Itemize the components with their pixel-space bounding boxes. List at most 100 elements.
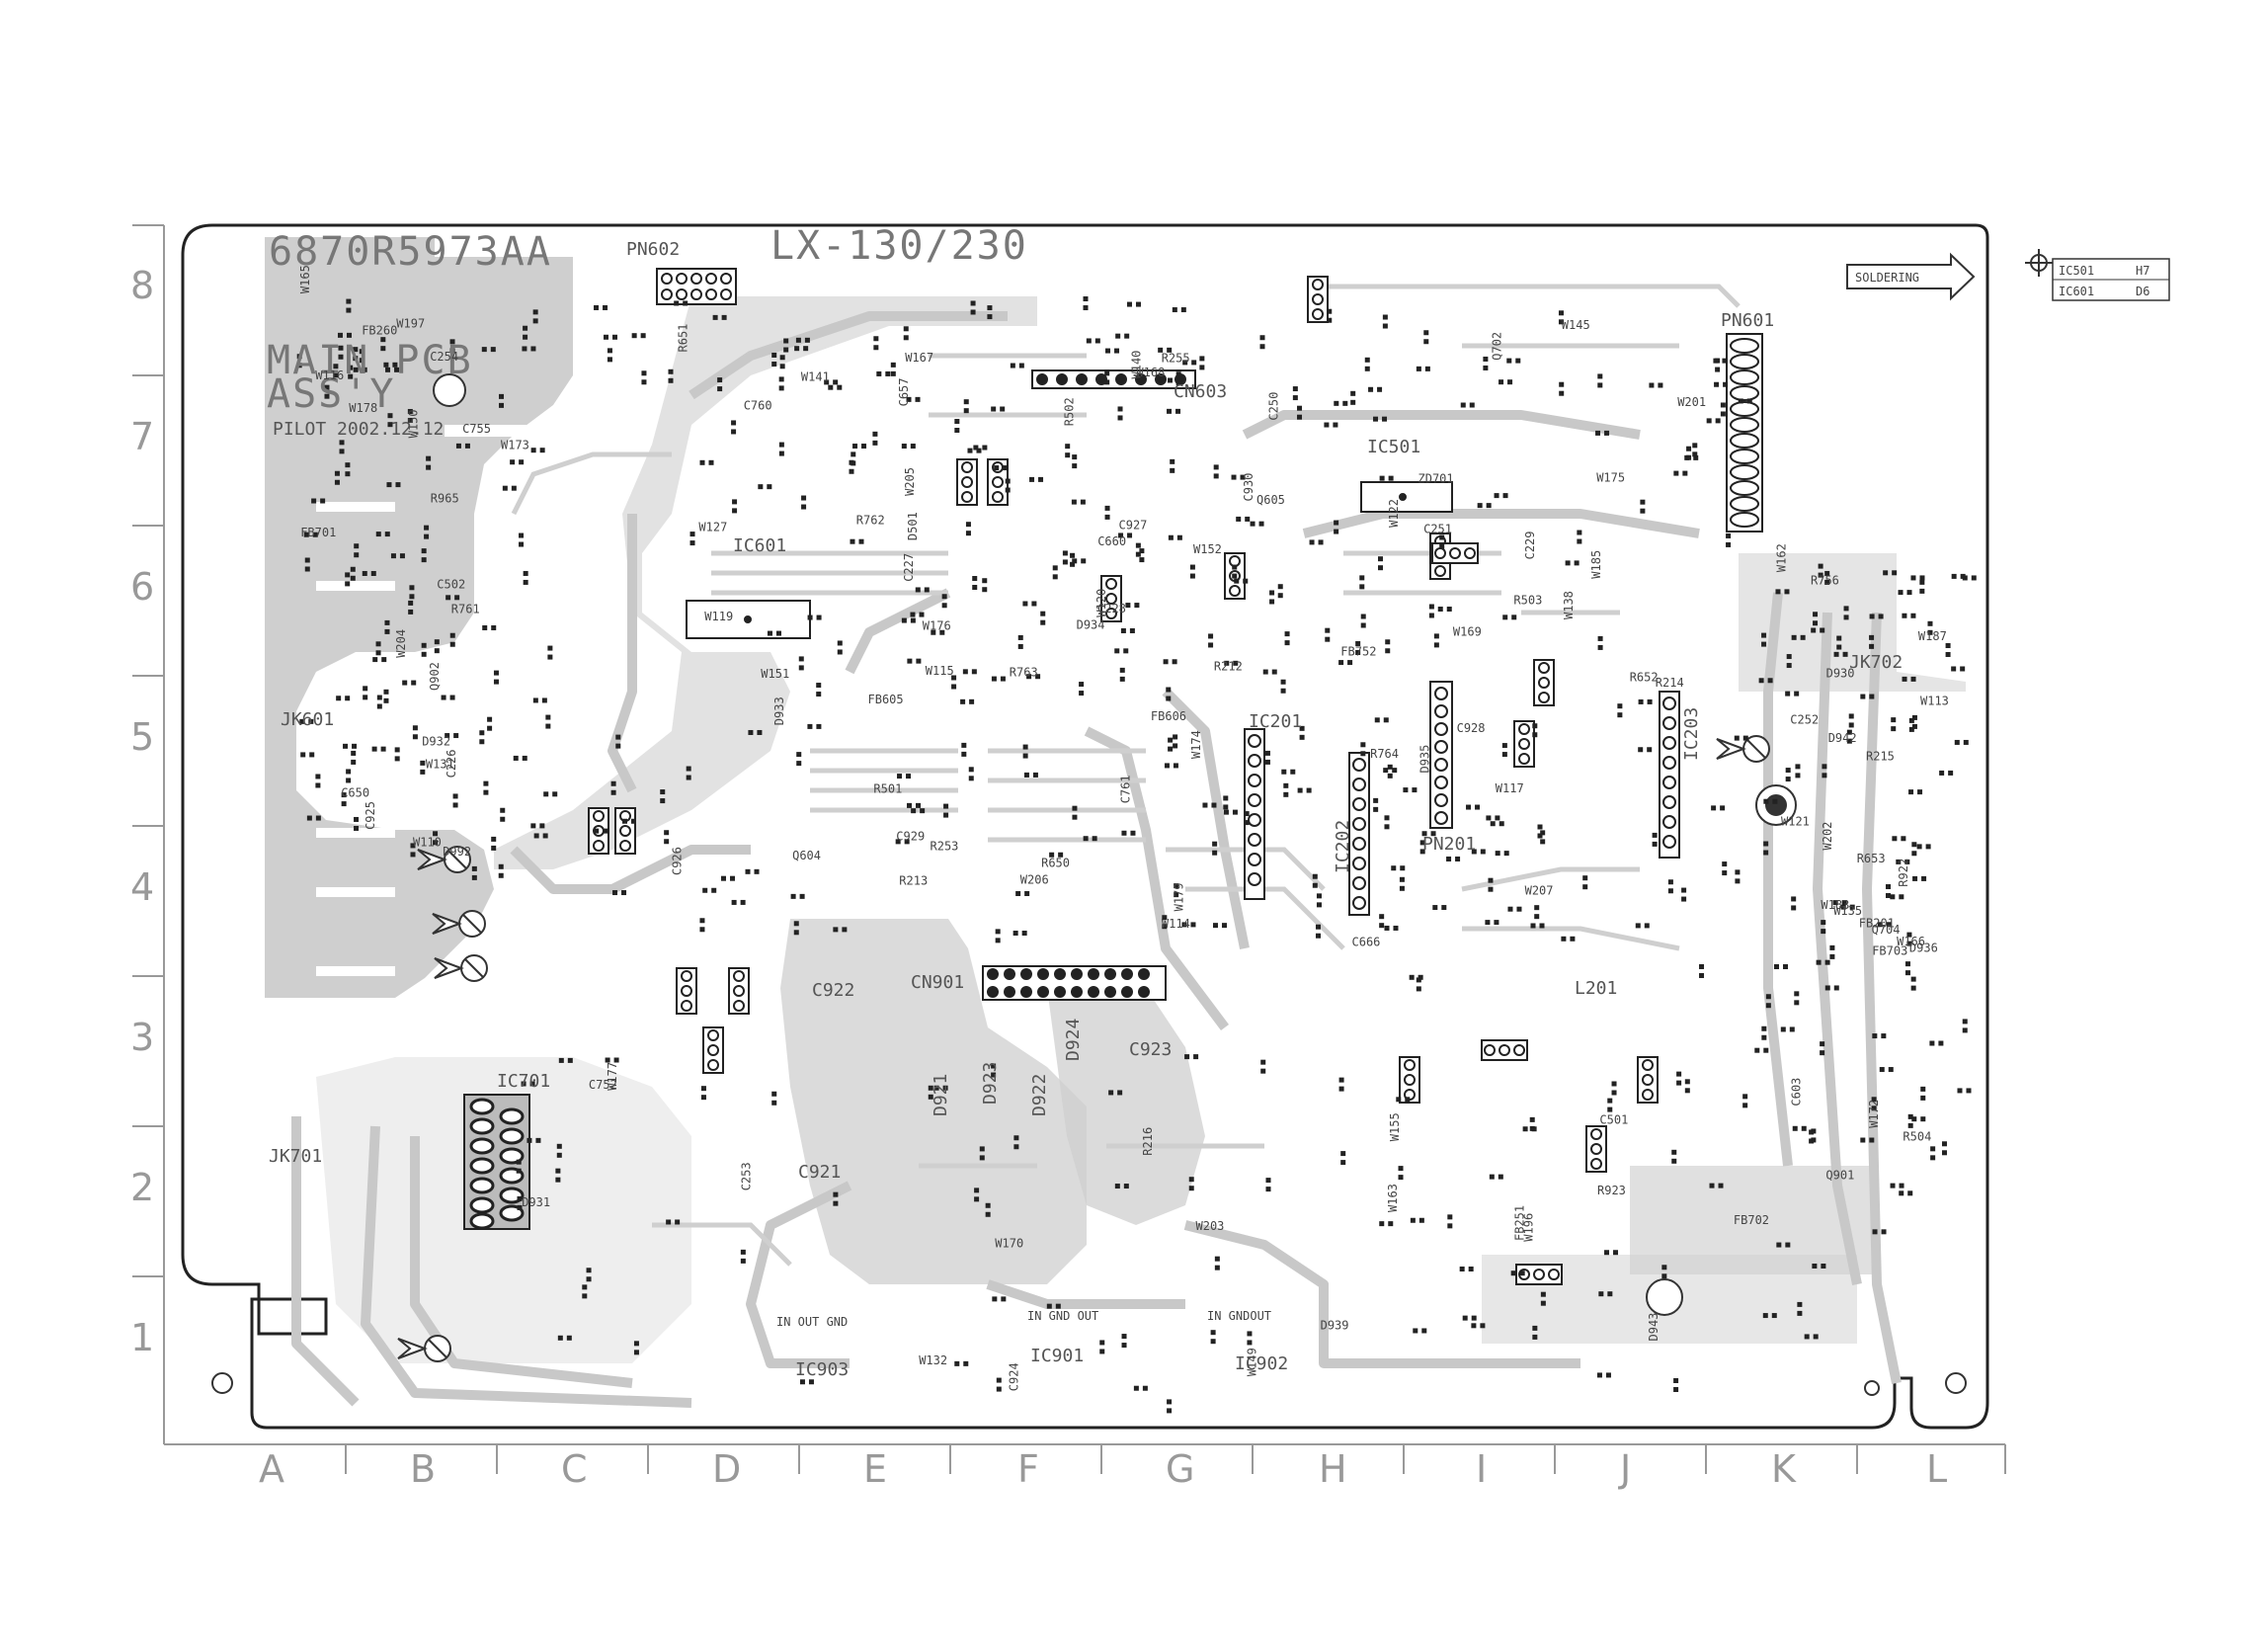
smd-pad (1502, 615, 1517, 620)
smd-pad (1534, 905, 1540, 920)
col-label-a: A (259, 1447, 284, 1491)
ref-label: R216 (1141, 1127, 1155, 1156)
smd-pad (1794, 991, 1800, 1006)
smd-pad (483, 780, 489, 795)
ref-label: W120 (1094, 589, 1108, 617)
smd-pad (928, 1085, 933, 1100)
smd-pad (1489, 1174, 1503, 1180)
ref-label: C657 (897, 377, 911, 406)
smd-pad (985, 1202, 991, 1217)
smd-pad (1181, 922, 1196, 928)
smd-pad (1860, 694, 1875, 699)
screw-icon (432, 910, 486, 938)
ref-label: W135 (1833, 904, 1862, 918)
smd-pad (1022, 601, 1037, 607)
smd-pad (833, 927, 848, 933)
smd-pad (479, 730, 485, 745)
smd-pad (951, 675, 957, 690)
smd-pad (1920, 1086, 1926, 1101)
smd-pad (1184, 1054, 1199, 1060)
smd-pad (1338, 660, 1353, 666)
ref-label: R502 (1063, 397, 1077, 426)
smd-pad (607, 348, 612, 363)
smd-pad (1911, 1116, 1926, 1122)
ref-label: C254 (430, 350, 458, 364)
ref-label: W162 (1775, 543, 1789, 572)
ref-label: W204 (394, 629, 408, 658)
smd-pad (1510, 1270, 1525, 1276)
board-title-line1: MAIN PCB (267, 338, 473, 383)
smd-pad (1792, 1125, 1807, 1131)
smd-pad (521, 1081, 535, 1087)
smd-pad (1908, 789, 1923, 795)
smd-pad (1283, 782, 1289, 797)
smd-pad (779, 355, 785, 369)
smd-pad (1182, 360, 1197, 366)
smd-pad (1742, 1094, 1748, 1108)
ref-label: R253 (931, 839, 959, 853)
smd-pad (385, 367, 400, 372)
smd-pad (1919, 579, 1925, 594)
smd-pad (1916, 844, 1931, 850)
smd-pad (991, 406, 1006, 412)
smd-pad (1597, 635, 1603, 650)
row-label-1: 1 (130, 1316, 154, 1359)
ref-label: W169 (1453, 624, 1482, 638)
smd-pad (362, 570, 376, 576)
smd-pad (873, 336, 879, 351)
smd-pad (1373, 797, 1379, 812)
smd-pad (1023, 772, 1038, 778)
smd-pad (1598, 1291, 1613, 1297)
row-label-8: 8 (130, 264, 154, 307)
col-label-b: B (410, 1447, 436, 1491)
smd-pad (1561, 936, 1576, 942)
q-horizontal-pads (1431, 542, 1563, 1285)
ic501-label: IC501 (1367, 437, 1420, 457)
ref-label: W122 (1387, 499, 1401, 528)
ref-label: W110 (413, 835, 442, 849)
ref-label: W152 (1193, 542, 1222, 556)
smd-pad (446, 595, 460, 601)
smd-pad (1158, 347, 1173, 353)
ic901-terminals: IN GND OUT (1027, 1309, 1098, 1323)
smd-pad (1902, 613, 1916, 618)
ic901-label: IC901 (1030, 1346, 1084, 1366)
ref-label: W117 (1496, 781, 1524, 795)
smd-pad (720, 875, 735, 881)
smd-pad (1471, 849, 1486, 855)
smd-pad (1890, 894, 1904, 900)
smd-pad (558, 1057, 573, 1063)
smd-pad (1829, 944, 1835, 959)
smd-pad (1776, 1242, 1791, 1248)
smd-pad (1559, 381, 1565, 396)
ref-label: W131 (426, 758, 454, 772)
smd-pad (1661, 1265, 1667, 1279)
c923-label: C923 (1129, 1039, 1172, 1060)
smd-pad (631, 333, 646, 339)
smd-pad (1327, 308, 1333, 323)
screw-icons (397, 735, 1770, 1362)
smd-pad (1498, 379, 1513, 385)
smd-pad (1896, 859, 1910, 864)
smd-pad (1820, 1041, 1825, 1056)
smd-pad (850, 451, 856, 466)
ref-label: Q604 (792, 849, 821, 862)
smd-pad (1247, 1331, 1253, 1346)
smd-pad (1005, 478, 1011, 493)
smd-pad (1635, 923, 1650, 929)
smd-pad (1821, 920, 1826, 935)
ref-label: FB703 (1872, 944, 1907, 958)
ref-label: W178 (349, 401, 377, 415)
smd-pad (1565, 560, 1580, 566)
smd-pad (1846, 729, 1852, 744)
pn601-pads (1726, 333, 1763, 533)
smd-pad (1416, 366, 1430, 371)
smd-pad (1391, 865, 1406, 871)
smd-pad (455, 443, 470, 449)
smd-pad (421, 642, 427, 657)
smd-pad (343, 743, 358, 749)
ref-label: D942 (1828, 731, 1857, 745)
smd-pad (1419, 840, 1425, 855)
